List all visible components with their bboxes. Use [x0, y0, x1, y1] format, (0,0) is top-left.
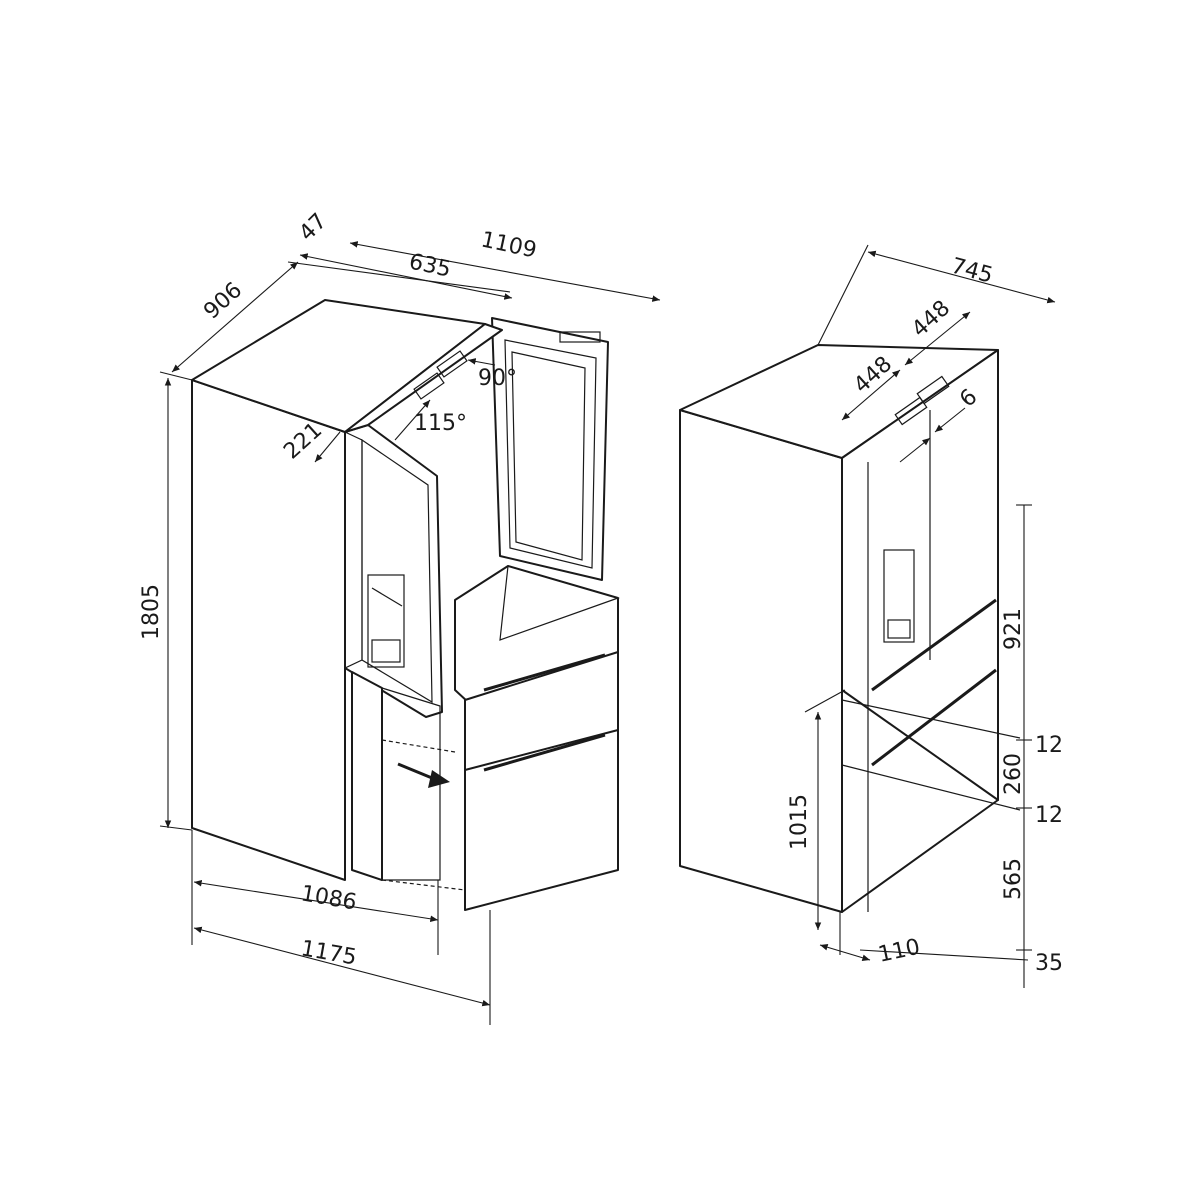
dim-1805: 1805 — [139, 584, 164, 640]
dim-1015: 1015 — [787, 794, 812, 850]
dim-47: 47 — [295, 209, 332, 246]
dim-745: 745 — [948, 254, 995, 289]
right-fridge-view: 745 448 448 6 921 12 260 12 565 35 1015 … — [679, 244, 1063, 988]
left-cabinet-side — [191, 379, 346, 881]
left-fridge-view: 906 47 635 1109 90° 115° 221 1805 1086 1… — [139, 209, 661, 1025]
water-dispenser — [883, 549, 915, 643]
dim-921: 921 — [1001, 608, 1026, 650]
left-open-door-front — [344, 424, 443, 718]
left-lower-front — [351, 671, 383, 881]
dim-1086: 1086 — [299, 881, 358, 915]
dim-260: 260 — [1001, 753, 1026, 795]
left-drawer-lower — [464, 729, 619, 911]
dim-12-lower: 12 — [1035, 803, 1063, 828]
door-top-edge — [344, 323, 503, 433]
dim-35: 35 — [1035, 951, 1063, 976]
dim-1109: 1109 — [479, 227, 539, 263]
angle-90: 90° — [478, 366, 517, 391]
dim-565: 565 — [1001, 858, 1026, 900]
dim-906: 906 — [199, 278, 247, 325]
dim-1175: 1175 — [299, 936, 358, 970]
left-open-door-right — [491, 317, 609, 581]
angle-115: 115° — [414, 411, 467, 436]
dim-448-right: 448 — [907, 296, 955, 343]
dim-12-upper: 12 — [1035, 733, 1063, 758]
pull-arrow-icon — [397, 762, 450, 788]
